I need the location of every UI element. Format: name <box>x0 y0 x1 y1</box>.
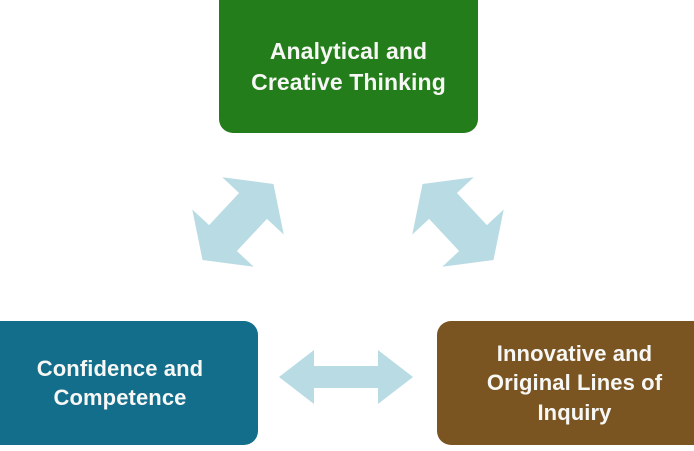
node-confidence-competence[interactable]: Confidence and Competence <box>0 321 258 445</box>
double-headed-arrow-icon-bottom-horizontal <box>276 348 416 406</box>
double-headed-arrow-icon-right-diagonal <box>402 163 514 281</box>
node-label: Confidence and Competence <box>36 355 204 410</box>
node-label: Innovative and Original Lines of Inquiry <box>486 341 663 425</box>
double-headed-arrow-icon-left-diagonal <box>182 163 294 281</box>
node-innovative-original-lines-of-inquiry[interactable]: Innovative and Original Lines of Inquiry <box>437 321 694 445</box>
node-analytical-creative-thinking[interactable]: Analytical and Creative Thinking <box>219 0 478 133</box>
node-label: Analytical and Creative Thinking <box>251 38 446 95</box>
